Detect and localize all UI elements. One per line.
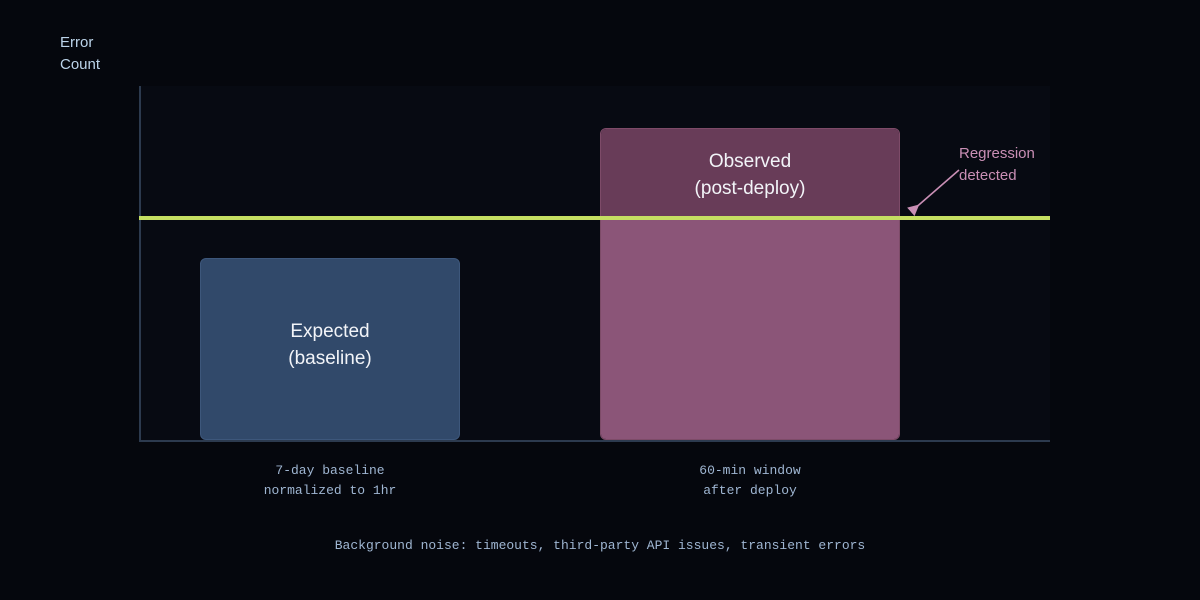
y-axis-line [139, 86, 141, 440]
bar-expected-baseline[interactable] [200, 258, 460, 440]
bar-observed-above-threshold [601, 129, 899, 219]
y-axis-title: Error Count [60, 34, 101, 73]
x-tick-label-baseline: 7-day baseline normalized to 1hr [263, 463, 397, 498]
annotation-regression-detected: Regression detected [959, 145, 1035, 184]
bar-observed-below-threshold [601, 219, 899, 439]
x-axis-line [139, 440, 1050, 442]
bar-observed-post-deploy[interactable] [600, 128, 900, 440]
chart-footnote: Background noise: timeouts, third-party … [334, 538, 866, 553]
threshold-line [139, 216, 1050, 220]
x-tick-label-post-deploy: 60-min window after deploy [699, 463, 801, 498]
arrow-down-left-icon [907, 169, 960, 217]
